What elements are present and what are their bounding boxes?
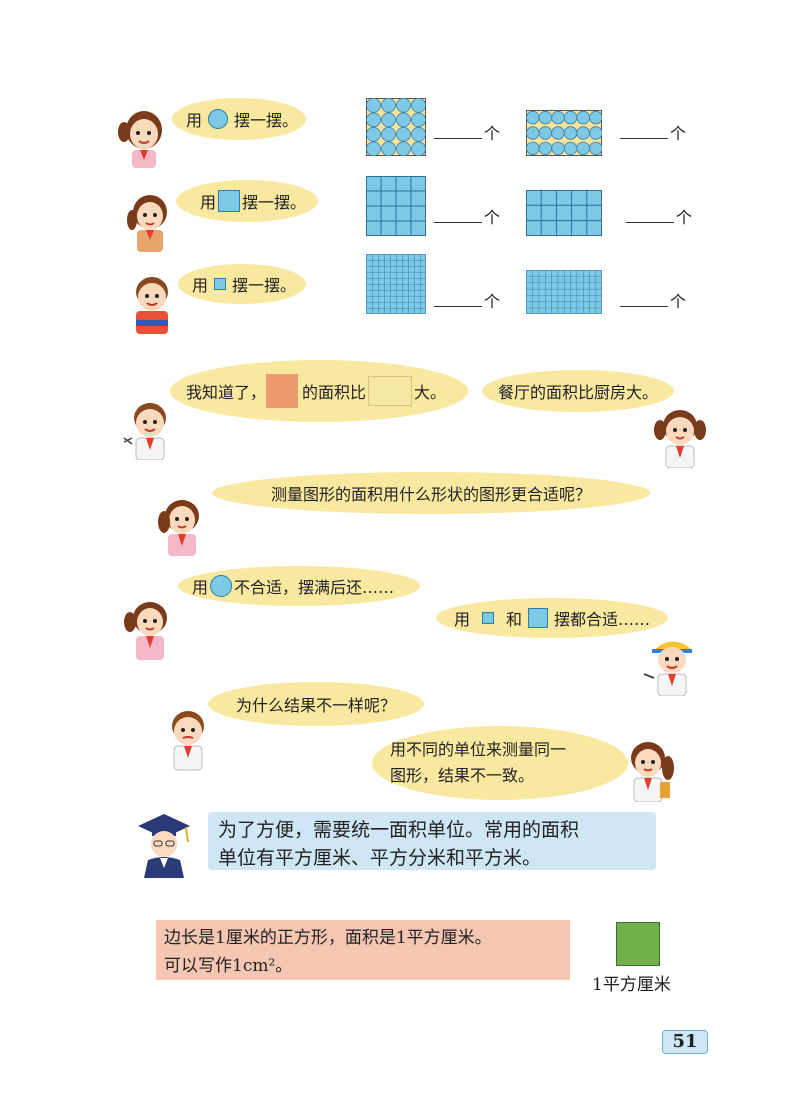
answer-blank[interactable]: 个	[626, 204, 692, 228]
boy-cap-avatar	[640, 632, 702, 697]
speech-bubble-question: 测量图形的面积用什么形状的图形更合适呢？	[212, 472, 650, 514]
know-middle: 的面积比	[302, 383, 367, 402]
speech-bubble-answer: 用不同的单位来测量同一 图形，结果不一致。	[372, 726, 628, 800]
speech-prefix: 用	[186, 111, 203, 130]
boy-avatar	[120, 398, 180, 461]
speech-bubble-squares-suitable: 用 和 摆都合适……	[436, 598, 668, 638]
speech-suffix: 摆一摆。	[242, 193, 307, 212]
dining-text: 餐厅的面积比厨房大。	[497, 383, 658, 402]
square-p2: 和	[506, 610, 523, 629]
teacher-note: 为了方便，需要统一面积单位。常用的面积 单位有平方厘米、平方分米和平方米。	[208, 812, 656, 870]
circle-unit-icon	[208, 109, 229, 129]
boy-avatar	[158, 706, 220, 772]
teacher-note-line-1: 为了方便，需要统一面积单位。常用的面积	[218, 819, 580, 841]
circle-suffix: 不合适，摆满后还……	[234, 578, 395, 597]
know-suffix: 大。	[414, 383, 447, 402]
speech-bubble-big-square: 用 摆一摆。	[176, 180, 318, 222]
circle-unit-icon	[210, 575, 233, 597]
speech-bubble-know: 我知道了， 的面积比 大。	[170, 360, 468, 422]
small-square-unit-icon	[482, 612, 495, 624]
girl-avatar	[120, 190, 178, 254]
boy-avatar	[122, 272, 180, 334]
big-square-unit-icon	[528, 608, 549, 628]
speech-bubble-dining: 餐厅的面积比厨房大。	[482, 370, 674, 412]
yellow-rectangle	[368, 376, 413, 406]
girl-avatar	[614, 738, 678, 803]
one-square-centimeter-square	[616, 922, 660, 966]
answer-blank[interactable]: 个	[434, 288, 500, 312]
circle-tiled-rectangle-a	[366, 98, 426, 156]
speech-bubble-circle: 用 摆一摆。	[172, 98, 306, 140]
why-text: 为什么结果不一样呢？	[235, 696, 396, 715]
teacher-note-line-2: 单位有平方厘米、平方分米和平方米。	[218, 847, 542, 869]
answer-blank[interactable]: 个	[620, 288, 686, 312]
girl-avatar	[118, 596, 180, 660]
circle-prefix: 用	[192, 578, 209, 597]
page-number: 51	[662, 1030, 708, 1054]
speech-suffix: 摆一摆。	[234, 111, 299, 130]
definition-line-1: 边长是1厘米的正方形，面积是1平方厘米。	[164, 928, 492, 948]
definition-box: 边长是1厘米的正方形，面积是1平方厘米。 可以写作1cm²。	[156, 920, 570, 980]
answer-line-1: 用不同的单位来测量同一	[390, 740, 567, 759]
circle-tiled-rectangle-b	[526, 110, 602, 156]
know-prefix: 我知道了，	[186, 383, 267, 402]
answer-blank[interactable]: 个	[434, 120, 500, 144]
square-grid-a	[366, 176, 426, 236]
unit-square-label: 1平方厘米	[592, 975, 671, 995]
fine-grid-a	[366, 254, 426, 314]
big-square-unit-icon	[218, 190, 241, 212]
speech-prefix: 用	[200, 193, 217, 212]
small-square-unit-icon	[214, 278, 227, 290]
fine-grid-b	[526, 270, 602, 314]
speech-prefix: 用	[192, 276, 209, 295]
speech-suffix: 摆一摆。	[232, 276, 297, 295]
speech-bubble-circle-unsuitable: 用 不合适，摆满后还……	[178, 566, 420, 606]
definition-line-2: 可以写作1cm²。	[164, 956, 293, 976]
square-p1: 用	[454, 610, 471, 629]
speech-bubble-small-square: 用 摆一摆。	[178, 264, 306, 304]
orange-rectangle	[266, 374, 299, 408]
girl-avatar	[150, 494, 212, 556]
teacher-avatar	[134, 810, 194, 878]
girl-avatar	[114, 106, 172, 168]
answer-blank[interactable]: 个	[620, 120, 686, 144]
girl-avatar	[648, 406, 710, 469]
answer-line-2: 图形，结果不一致。	[390, 766, 535, 785]
square-p3: 摆都合适……	[554, 610, 651, 629]
speech-bubble-why: 为什么结果不一样呢？	[208, 682, 424, 726]
answer-blank[interactable]: 个	[434, 204, 500, 228]
square-grid-b	[526, 190, 602, 236]
question-text: 测量图形的面积用什么形状的图形更合适呢？	[270, 485, 591, 504]
